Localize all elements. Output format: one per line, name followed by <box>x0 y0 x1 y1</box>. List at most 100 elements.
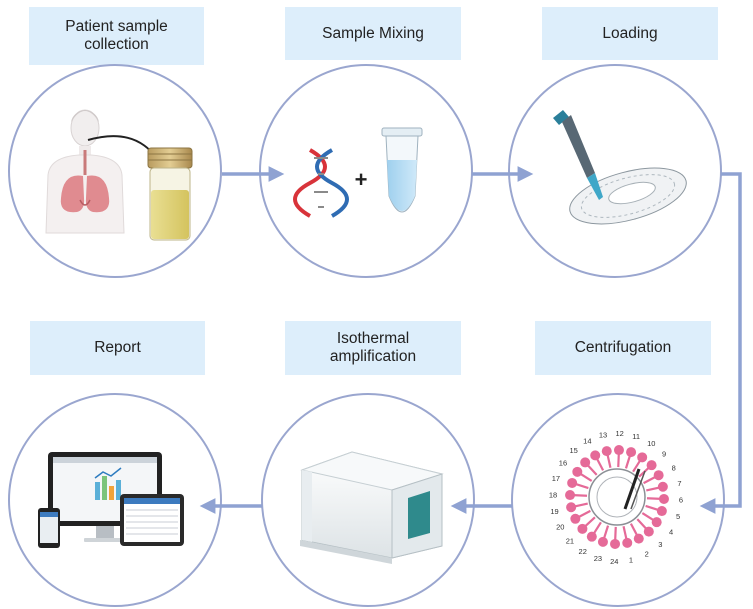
disc-chamber <box>637 452 648 463</box>
disc-number-label: 1 <box>629 555 633 564</box>
disc-number-label: 13 <box>599 431 607 440</box>
disc-number-label: 14 <box>583 436 591 445</box>
disc-channel <box>636 518 648 531</box>
microfluidic-disc-icon <box>569 167 687 225</box>
disc-number-label: 7 <box>677 479 681 488</box>
label-text: Loading <box>602 24 658 42</box>
label-line-1: Patient sample <box>65 18 168 35</box>
disc-number-label: 16 <box>559 459 567 468</box>
disc-chamber <box>613 445 624 456</box>
disc-chamber <box>651 517 662 528</box>
disc-number-label: 19 <box>550 507 558 516</box>
disc-chamber <box>626 447 637 458</box>
label-text: Centrifugation <box>574 339 672 356</box>
disc-number-label: 15 <box>570 446 578 455</box>
disc-number-label: 22 <box>579 547 587 556</box>
arrow-loading-to-centrifugation <box>699 172 742 514</box>
disc-channel <box>602 525 610 540</box>
disc-channel <box>614 526 617 542</box>
disc-chamber <box>643 526 654 537</box>
lungs-figure-icon <box>45 109 125 234</box>
disc-chamber <box>610 538 621 549</box>
disc-number-label: 17 <box>552 474 560 483</box>
disc-number-label: 18 <box>549 490 557 499</box>
disc-number-label: 11 <box>632 432 640 441</box>
disc-chamber <box>580 457 591 468</box>
disc-number-label: 20 <box>556 523 564 532</box>
disc-number-label: 4 <box>669 527 673 536</box>
disc-number-label: 24 <box>610 557 618 566</box>
disc-number-label: 23 <box>594 554 602 563</box>
disc-chamber <box>572 466 583 477</box>
plus-icon: + <box>355 167 368 192</box>
disc-channel <box>629 523 639 537</box>
label-loading: Loading <box>542 7 718 60</box>
disc-chamber <box>633 533 644 544</box>
disc-number-label: 3 <box>658 540 662 549</box>
disc-number-label: 21 <box>566 536 574 545</box>
disc-channel <box>645 504 660 512</box>
label-sample-mixing: Sample Mixing <box>285 7 461 60</box>
disc-channel <box>624 454 632 469</box>
label-text: Sample Mixing <box>322 24 424 42</box>
disc-channel <box>622 526 628 541</box>
disc-chamber <box>646 460 657 471</box>
label-line-1: Isothermal <box>336 330 410 347</box>
disc-channel <box>573 502 588 508</box>
disc-number-label: 10 <box>647 439 655 448</box>
disc-loading-needle-shadow <box>630 470 646 510</box>
step-circle-loading <box>508 64 722 278</box>
disc-chamber <box>567 477 578 488</box>
disc-channel <box>586 463 598 476</box>
disc-loading-needle <box>623 468 641 510</box>
disc-channel <box>592 521 602 535</box>
devices-report-icon <box>38 452 184 548</box>
disc-channel <box>595 457 605 471</box>
label-line-2: collection <box>84 36 149 53</box>
disc-chamber <box>657 481 668 492</box>
isothermal-amplifier-icon <box>300 451 444 564</box>
disc-number-label: 12 <box>616 429 624 438</box>
label-text: Report <box>94 339 141 356</box>
label-line-2: amplification <box>329 348 417 365</box>
disc-chamber <box>597 536 608 547</box>
disc-channel <box>643 475 657 485</box>
pipette-icon <box>553 110 603 200</box>
disc-chamber <box>565 490 576 501</box>
disc-channel <box>617 452 620 468</box>
disc-number-label: 9 <box>662 450 666 459</box>
disc-number-label: 5 <box>676 512 680 521</box>
test-tube-icon <box>381 127 423 213</box>
disc-channel <box>646 497 662 500</box>
disc-channel <box>579 472 593 482</box>
disc-channel <box>572 494 588 497</box>
disc-channel <box>641 512 655 522</box>
disc-chamber <box>658 493 669 504</box>
disc-channel <box>574 482 589 490</box>
disc-chamber <box>566 502 577 513</box>
dna-icon <box>293 148 349 218</box>
disc-channel <box>577 509 591 519</box>
disc-inner-ring <box>596 476 638 518</box>
disc-channel <box>646 486 661 492</box>
sample-jar-icon <box>147 147 193 241</box>
disc-chamber <box>570 513 581 524</box>
disc-number-label: 2 <box>645 550 649 559</box>
label-report: Report <box>30 321 205 375</box>
disc-number-label: 6 <box>679 496 683 505</box>
disc-chamber <box>656 506 667 517</box>
disc-channel <box>632 459 642 473</box>
disc-chamber <box>601 446 612 457</box>
disc-number-label: 8 <box>672 463 676 472</box>
disc-channel <box>583 516 596 528</box>
step-circle-mixing <box>259 64 473 278</box>
disc-chamber <box>586 531 597 542</box>
disc-chamber <box>622 537 633 548</box>
label-centrifugation: Centrifugation <box>535 321 711 375</box>
disc-chamber <box>653 470 664 481</box>
disc-chamber <box>577 523 588 534</box>
